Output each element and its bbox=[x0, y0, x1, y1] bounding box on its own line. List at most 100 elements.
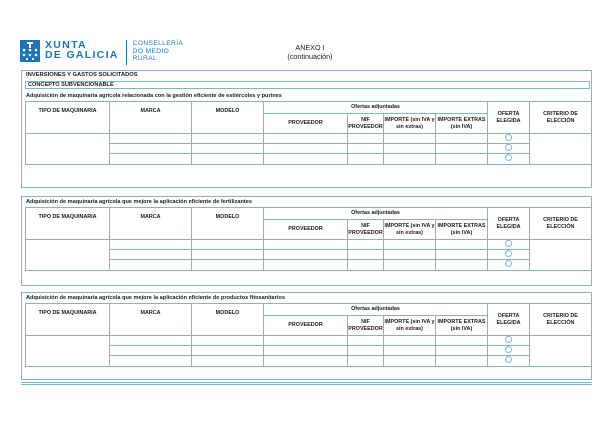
proveedor-input[interactable] bbox=[263, 132, 348, 145]
oferta-radio-cell[interactable] bbox=[487, 259, 531, 271]
marca-input[interactable] bbox=[109, 355, 192, 367]
oferta-radio[interactable] bbox=[505, 240, 513, 247]
importe-input[interactable] bbox=[383, 249, 436, 261]
tipo-input[interactable] bbox=[25, 335, 110, 367]
tipo-input[interactable] bbox=[25, 133, 110, 165]
oferta-radio[interactable] bbox=[505, 346, 513, 354]
col-marca: MARCA bbox=[109, 101, 192, 134]
marca-input[interactable] bbox=[109, 132, 192, 145]
coat-of-arms-icon bbox=[20, 40, 40, 62]
annex-subtitle: (continuación) bbox=[287, 52, 333, 61]
oferta-radio[interactable] bbox=[505, 134, 513, 141]
modelo-input[interactable] bbox=[191, 153, 264, 165]
proveedor-input[interactable] bbox=[263, 153, 348, 165]
nif-input[interactable] bbox=[347, 153, 384, 165]
col-nif: NIF PROVEEDOR bbox=[347, 315, 384, 336]
nif-input[interactable] bbox=[347, 259, 384, 271]
importe-input[interactable] bbox=[383, 345, 436, 357]
oferta-radio-cell[interactable] bbox=[487, 249, 531, 261]
importe-input[interactable] bbox=[383, 259, 436, 271]
criterio-input[interactable] bbox=[529, 239, 593, 271]
importe-input[interactable] bbox=[383, 334, 436, 347]
proveedor-input[interactable] bbox=[263, 334, 348, 347]
proveedor-input[interactable] bbox=[263, 355, 348, 367]
annex-heading: ANEXO I (continuación) bbox=[260, 43, 360, 61]
oferta-radio-cell[interactable] bbox=[487, 143, 531, 155]
modelo-input[interactable] bbox=[191, 259, 264, 271]
modelo-input[interactable] bbox=[191, 345, 264, 357]
col-tipo: TIPO DE MAQUINARIA bbox=[25, 303, 110, 336]
oferta-radio-cell[interactable] bbox=[487, 153, 531, 165]
page-header: XUNTA DE GALICIA CONSELLERÍA DO MEDIO RU… bbox=[0, 0, 615, 70]
modelo-input[interactable] bbox=[191, 249, 264, 261]
importe-extras-input[interactable] bbox=[434, 143, 489, 155]
col-tipo: TIPO DE MAQUINARIA bbox=[25, 207, 110, 240]
nif-input[interactable] bbox=[347, 345, 384, 357]
xunta-logo: XUNTA DE GALICIA CONSELLERÍA DO MEDIO RU… bbox=[20, 40, 183, 65]
criterio-input[interactable] bbox=[529, 335, 593, 367]
modelo-input[interactable] bbox=[191, 143, 264, 155]
logo-divider bbox=[125, 40, 127, 65]
concept-label: CONCEPTO SUBVENCIONABLE bbox=[25, 81, 590, 89]
modelo-input[interactable] bbox=[191, 334, 264, 347]
marca-input[interactable] bbox=[109, 143, 192, 155]
importe-input[interactable] bbox=[383, 143, 436, 155]
oferta-radio-cell[interactable] bbox=[487, 355, 531, 367]
marca-input[interactable] bbox=[109, 153, 192, 165]
marca-input[interactable] bbox=[109, 259, 192, 271]
nif-input[interactable] bbox=[347, 334, 384, 347]
proveedor-input[interactable] bbox=[263, 238, 348, 251]
nif-input[interactable] bbox=[347, 143, 384, 155]
proveedor-input[interactable] bbox=[263, 143, 348, 155]
col-importe-extras: IMPORTE EXTRAS (sin IVA) bbox=[434, 315, 489, 336]
importe-input[interactable] bbox=[383, 355, 436, 367]
oferta-radio-cell[interactable] bbox=[487, 334, 531, 347]
modelo-input[interactable] bbox=[191, 238, 264, 251]
oferta-radio[interactable] bbox=[505, 144, 513, 152]
importe-extras-input[interactable] bbox=[434, 334, 489, 347]
nif-input[interactable] bbox=[347, 132, 384, 145]
col-importe: IMPORTE (sin IVA y sin extras) bbox=[383, 219, 436, 240]
proveedor-input[interactable] bbox=[263, 249, 348, 261]
importe-input[interactable] bbox=[383, 238, 436, 251]
col-proveedor: PROVEEDOR bbox=[263, 113, 348, 134]
modelo-input[interactable] bbox=[191, 132, 264, 145]
importe-input[interactable] bbox=[383, 132, 436, 145]
marca-input[interactable] bbox=[109, 249, 192, 261]
col-proveedor: PROVEEDOR bbox=[263, 219, 348, 240]
importe-extras-input[interactable] bbox=[434, 355, 489, 367]
criterio-input[interactable] bbox=[529, 133, 593, 165]
dept-line-1: CONSELLERÍA bbox=[132, 40, 184, 47]
importe-extras-input[interactable] bbox=[434, 259, 489, 271]
nif-input[interactable] bbox=[347, 355, 384, 367]
proveedor-input[interactable] bbox=[263, 345, 348, 357]
oferta-radio-cell[interactable] bbox=[487, 132, 531, 145]
oferta-radio[interactable] bbox=[505, 250, 513, 258]
modelo-input[interactable] bbox=[191, 355, 264, 367]
nif-input[interactable] bbox=[347, 238, 384, 251]
col-nif: NIF PROVEEDOR bbox=[347, 219, 384, 240]
importe-extras-input[interactable] bbox=[434, 249, 489, 261]
oferta-radio-cell[interactable] bbox=[487, 238, 531, 251]
importe-extras-input[interactable] bbox=[434, 132, 489, 145]
col-oferta-elegida: OFERTA ELEGIDA bbox=[487, 101, 531, 134]
oferta-radio[interactable] bbox=[505, 260, 513, 268]
col-importe: IMPORTE (sin IVA y sin extras) bbox=[383, 113, 436, 134]
oferta-radio[interactable] bbox=[505, 154, 513, 162]
proveedor-input[interactable] bbox=[263, 259, 348, 271]
marca-input[interactable] bbox=[109, 345, 192, 357]
col-modelo: MODELO bbox=[191, 207, 264, 240]
importe-extras-input[interactable] bbox=[434, 238, 489, 251]
marca-input[interactable] bbox=[109, 238, 192, 251]
col-ofertas: Ofertas adjuntadas bbox=[262, 303, 489, 316]
footer-rule bbox=[21, 382, 592, 385]
oferta-radio[interactable] bbox=[505, 336, 513, 343]
importe-input[interactable] bbox=[383, 153, 436, 165]
oferta-radio[interactable] bbox=[505, 356, 513, 364]
tipo-input[interactable] bbox=[25, 239, 110, 271]
importe-extras-input[interactable] bbox=[434, 153, 489, 165]
oferta-radio-cell[interactable] bbox=[487, 345, 531, 357]
nif-input[interactable] bbox=[347, 249, 384, 261]
importe-extras-input[interactable] bbox=[434, 345, 489, 357]
marca-input[interactable] bbox=[109, 334, 192, 347]
